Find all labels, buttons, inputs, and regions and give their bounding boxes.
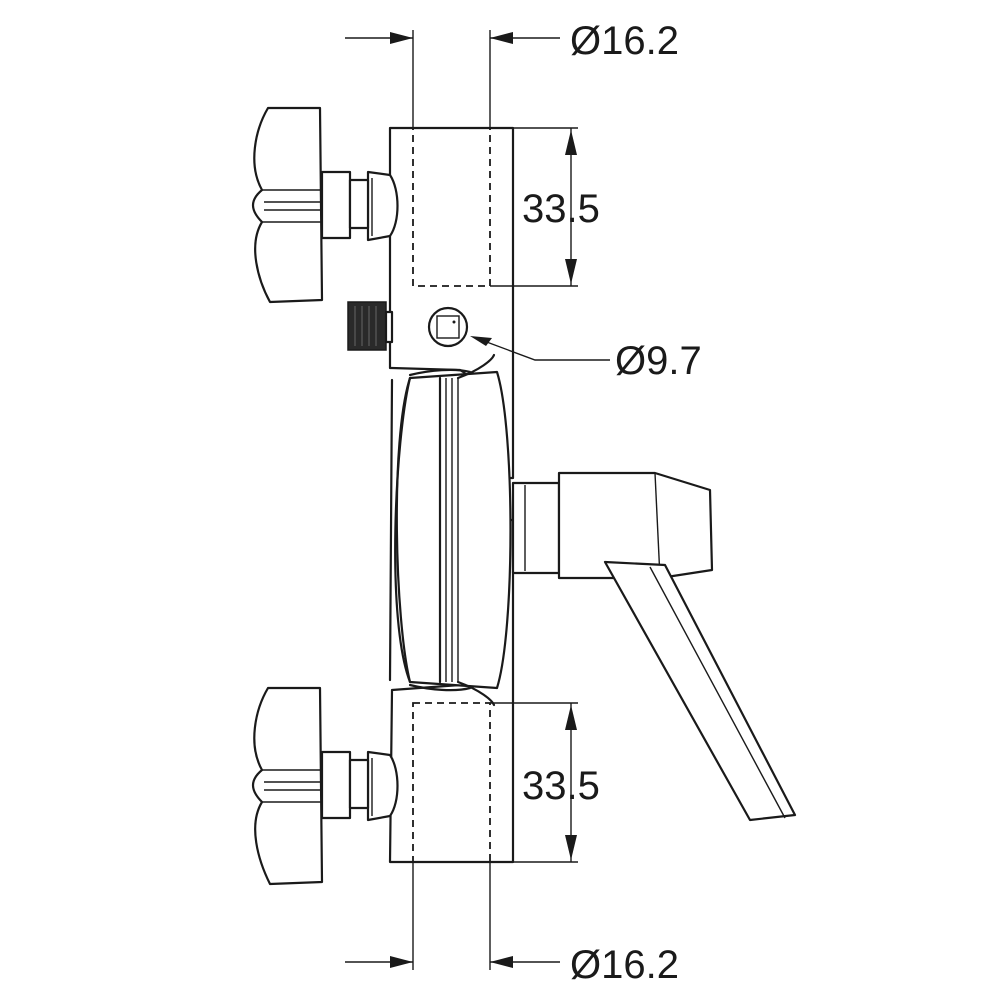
- top-depth-label: 33.5: [522, 187, 600, 231]
- top-diameter-label: Ø16.2: [570, 19, 679, 63]
- center-swivel-disc: [388, 353, 512, 707]
- lever-arm: [603, 560, 797, 822]
- pin-hole-circle: [427, 306, 469, 348]
- bottom-socket-hidden-line: [412, 702, 491, 863]
- ratchet-lever: [511, 471, 797, 822]
- pin-hole-dimension: Ø9.7: [470, 336, 702, 383]
- bottom-diameter-label: Ø16.2: [570, 943, 679, 987]
- pin-hole-diameter-label: Ø9.7: [615, 339, 702, 383]
- set-screw: [347, 301, 394, 351]
- lever-hub: [511, 481, 561, 575]
- lever-barrel: [557, 471, 714, 580]
- bottom-diameter-dimension: Ø16.2: [345, 862, 679, 987]
- top-t-knob: [251, 106, 399, 304]
- bottom-depth-dimension: 33.5: [490, 702, 600, 863]
- bottom-t-knob: [251, 686, 399, 886]
- top-socket-hidden-line: [412, 127, 491, 287]
- top-diameter-dimension: Ø16.2: [345, 19, 679, 130]
- set-screw-head: [347, 301, 387, 351]
- bottom-depth-label: 33.5: [522, 764, 600, 808]
- pin-hole-square: [436, 315, 460, 339]
- top-depth-dimension: 33.5: [490, 127, 600, 287]
- pin-hole: [427, 306, 469, 348]
